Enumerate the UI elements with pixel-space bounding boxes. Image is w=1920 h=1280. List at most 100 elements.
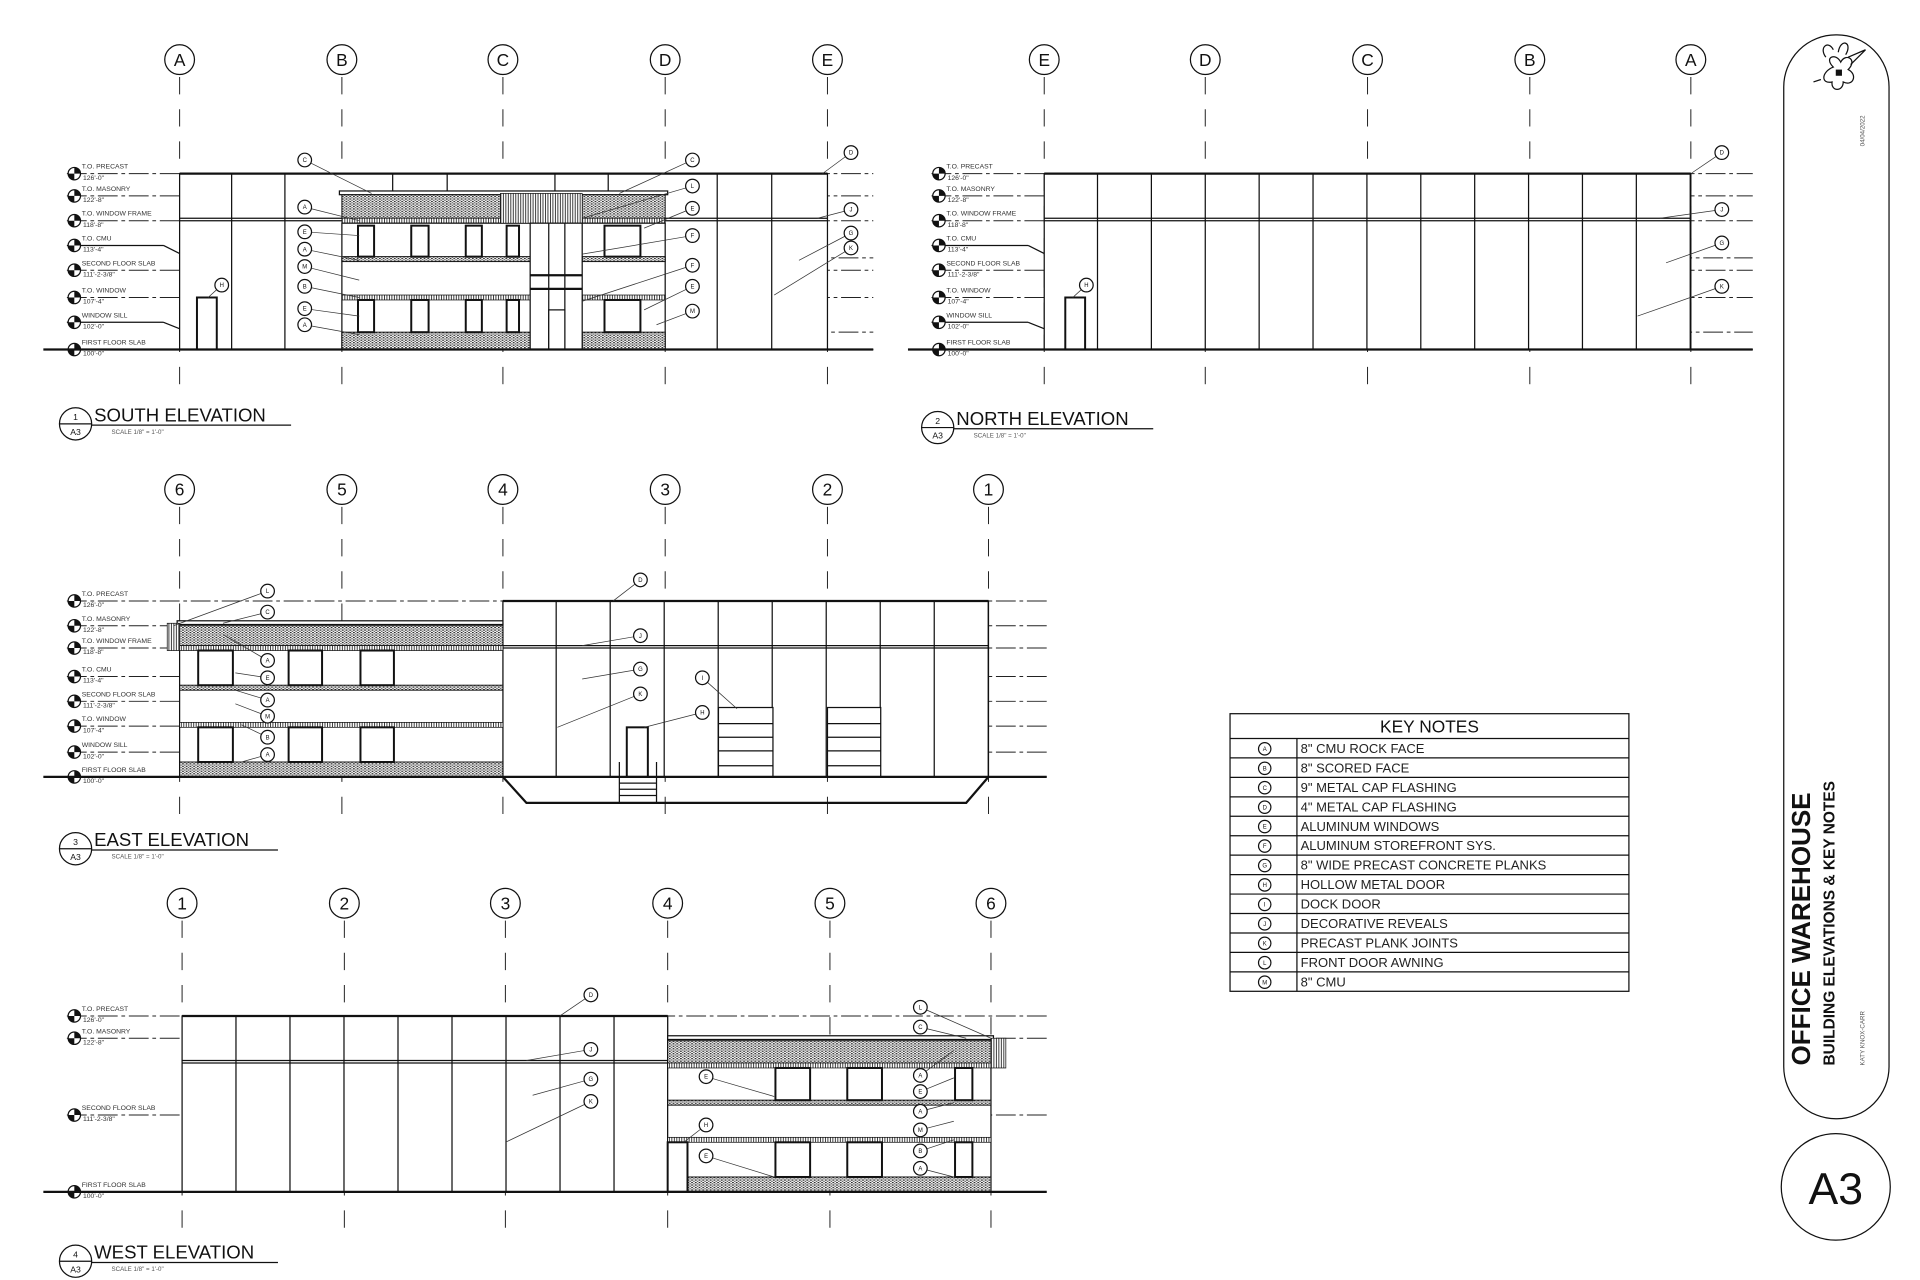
callout-bubble bbox=[260, 653, 275, 668]
callout-leader bbox=[235, 703, 262, 715]
level-marker-fill bbox=[932, 214, 946, 227]
grid-label: 5 bbox=[825, 893, 835, 913]
callout-bubble bbox=[685, 228, 700, 243]
callout-bubble bbox=[260, 708, 275, 724]
grid-label: B bbox=[1524, 50, 1536, 70]
detail-number: 3 bbox=[73, 837, 78, 847]
level-name: T.O. MASONRY bbox=[82, 1028, 131, 1035]
callout-leader bbox=[1690, 156, 1717, 174]
callout-letter: I bbox=[702, 676, 704, 682]
level-name: T.O. WINDOW FRAME bbox=[82, 638, 152, 645]
callout-bubble bbox=[912, 1084, 928, 1099]
callout-letter: H bbox=[700, 711, 704, 717]
level-elevation: 111'-2-3/8" bbox=[948, 271, 980, 278]
callout-bubble bbox=[912, 1143, 928, 1159]
callout-letter: B bbox=[918, 1149, 922, 1155]
level-elevation: 126'-0" bbox=[83, 602, 105, 609]
level-elevation: 122'-8" bbox=[83, 197, 105, 204]
level-name: T.O. CMU bbox=[946, 236, 976, 243]
key-note-text: 8" WIDE PRECAST CONCRETE PLANKS bbox=[1301, 858, 1547, 873]
window bbox=[603, 299, 642, 333]
callout-letter: M bbox=[302, 265, 307, 271]
key-note-bubble bbox=[1257, 975, 1272, 990]
sheet-number-circle bbox=[1780, 1133, 1891, 1241]
callout-letter: F bbox=[691, 263, 695, 269]
window-frame bbox=[846, 1066, 883, 1102]
callout-leader bbox=[241, 724, 262, 735]
grid-bubble bbox=[1189, 44, 1221, 76]
level-marker-fill bbox=[68, 214, 81, 227]
callout-leader bbox=[311, 325, 360, 336]
callout-leader bbox=[557, 696, 635, 728]
level-elevation: 122'-8" bbox=[83, 627, 105, 634]
level-elevation: 100'-0" bbox=[83, 351, 105, 358]
callout-bubble bbox=[260, 604, 275, 620]
callout-letter: G bbox=[849, 231, 854, 237]
sheet-number: A3 bbox=[1809, 1165, 1864, 1214]
grid-bubble bbox=[166, 887, 198, 919]
grid-label: 1 bbox=[177, 893, 187, 913]
key-note-text: HOLLOW METAL DOOR bbox=[1301, 877, 1445, 892]
callout-letter: H bbox=[704, 1123, 708, 1129]
callout-bubble bbox=[297, 317, 313, 333]
callout-leader bbox=[222, 613, 262, 624]
callout-leader bbox=[173, 593, 262, 627]
rock-face-base bbox=[581, 331, 666, 351]
level-marker-fill bbox=[932, 189, 946, 203]
callout-letter: H bbox=[220, 283, 224, 289]
callout-letter: A bbox=[266, 659, 270, 665]
callout-bubble bbox=[297, 301, 313, 317]
grid-label: D bbox=[1199, 50, 1212, 70]
window-frame bbox=[464, 224, 483, 258]
author-name: KATY KNOX-CARR bbox=[1859, 1011, 1866, 1066]
grid-label: 5 bbox=[337, 480, 347, 500]
elevation-title: NORTH ELEVATION bbox=[956, 408, 1128, 429]
window bbox=[846, 1067, 883, 1101]
callout-leader bbox=[582, 636, 634, 646]
callout-letter: C bbox=[265, 610, 270, 616]
foundation-outline bbox=[502, 776, 990, 805]
callout-bubble bbox=[843, 202, 859, 217]
window-frame bbox=[287, 649, 324, 687]
window bbox=[506, 299, 520, 333]
detail-sheet: A3 bbox=[70, 427, 81, 437]
cap-flashing bbox=[667, 1035, 995, 1041]
callout-leader bbox=[619, 162, 687, 194]
callout-leader bbox=[311, 267, 360, 281]
callout-letter: C bbox=[918, 1025, 923, 1031]
window bbox=[410, 299, 430, 333]
callout-leader bbox=[773, 251, 846, 296]
window-frame bbox=[197, 726, 234, 764]
callout-letter: E bbox=[303, 307, 307, 313]
callout-bubble bbox=[912, 999, 928, 1015]
entry-door bbox=[548, 309, 566, 351]
level-marker-fill bbox=[68, 189, 81, 203]
level-name: T.O. MASONRY bbox=[82, 616, 131, 623]
key-note-letter: C bbox=[1263, 786, 1268, 792]
callout-letter: A bbox=[266, 698, 270, 704]
masonry-band bbox=[581, 217, 666, 224]
elevation-title: SOUTH ELEVATION bbox=[94, 404, 266, 425]
level-elevation: 126'-0" bbox=[83, 1017, 105, 1024]
grid-bubble bbox=[326, 44, 358, 76]
level-elevation: 107'-4" bbox=[83, 299, 105, 306]
window bbox=[465, 299, 483, 333]
key-note-text: ALUMINUM STOREFRONT SYS. bbox=[1301, 838, 1496, 853]
callout-letter: C bbox=[690, 158, 695, 164]
window-frame bbox=[410, 224, 430, 258]
window-frame bbox=[359, 726, 395, 764]
cap-flashing bbox=[176, 620, 504, 626]
callout-bubble bbox=[260, 670, 275, 686]
key-note-bubble bbox=[1257, 839, 1272, 853]
callout-bubble bbox=[1714, 145, 1730, 160]
callout-letter: D bbox=[638, 578, 642, 584]
level-elevation: 126'-0" bbox=[83, 175, 105, 182]
callout-leader bbox=[207, 289, 217, 298]
callout-bubble bbox=[912, 1067, 928, 1083]
callout-letter: J bbox=[850, 208, 853, 214]
callout-leader bbox=[310, 162, 372, 194]
callout-leader bbox=[311, 309, 360, 317]
callout-letter: A bbox=[266, 753, 270, 759]
grid-bubble bbox=[973, 474, 1004, 505]
rock-face-base bbox=[686, 1176, 992, 1193]
